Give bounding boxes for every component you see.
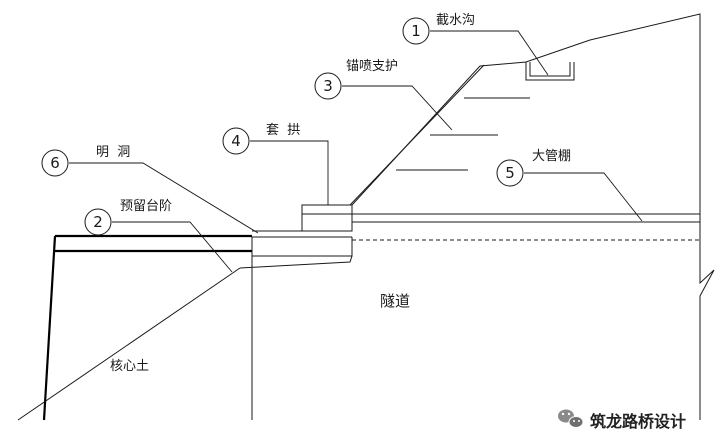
callout-circle — [496, 159, 524, 187]
callout-label: 截水沟 — [436, 13, 475, 28]
callout-5: 5 大管棚 — [496, 149, 571, 187]
callout-label: 大管棚 — [532, 149, 571, 164]
callout-circle — [222, 127, 250, 155]
callout-number: 5 — [505, 164, 515, 182]
callout-label: 明 洞 — [96, 145, 130, 160]
core-soil-bench — [239, 255, 353, 269]
core-soil-label: 核心土 — [110, 359, 149, 374]
tunnel-label: 隧道 — [380, 292, 410, 310]
callout-circle — [41, 149, 69, 177]
callout-number: 6 — [50, 154, 60, 172]
callout-3: 3 锚喷支护 — [314, 59, 398, 100]
leader-6 — [69, 162, 259, 234]
wechat-icon — [558, 409, 584, 428]
cut-off-ditch — [525, 62, 575, 81]
core-soil-left-edge — [42, 235, 57, 421]
callout-2: 2 预留台阶 — [84, 199, 172, 236]
leader-2 — [112, 221, 233, 273]
slope-ground-line — [351, 13, 701, 268]
callout-label: 套 拱 — [266, 122, 300, 138]
callout-circle — [84, 208, 112, 236]
leader-4 — [250, 140, 329, 205]
leader-3 — [342, 85, 453, 131]
guide-arch — [301, 204, 353, 232]
callout-circle — [402, 17, 430, 45]
callout-circle — [314, 72, 342, 100]
watermark: 筑龙路桥设计 — [558, 409, 686, 431]
callout-label: 预留台阶 — [120, 199, 172, 214]
slope-ground-line-inner — [349, 64, 485, 206]
watermark-text: 筑龙路桥设计 — [590, 412, 686, 431]
callout-number: 2 — [93, 213, 103, 231]
callout-number: 3 — [323, 77, 333, 95]
callout-4: 4 套 拱 — [222, 122, 300, 155]
callout-1: 1 截水沟 — [402, 13, 475, 45]
core-soil-slope — [17, 267, 241, 421]
open-cut-tunnel-body — [251, 237, 353, 257]
break-line — [699, 268, 715, 420]
callout-number: 4 — [231, 132, 241, 150]
callout-6: 6 明 洞 — [41, 145, 130, 177]
leader-1 — [430, 30, 549, 76]
cut-off-ditch-inner — [529, 62, 571, 77]
callout-label: 锚喷支护 — [346, 59, 398, 74]
callout-number: 1 — [411, 22, 421, 40]
leader-5 — [524, 172, 643, 222]
